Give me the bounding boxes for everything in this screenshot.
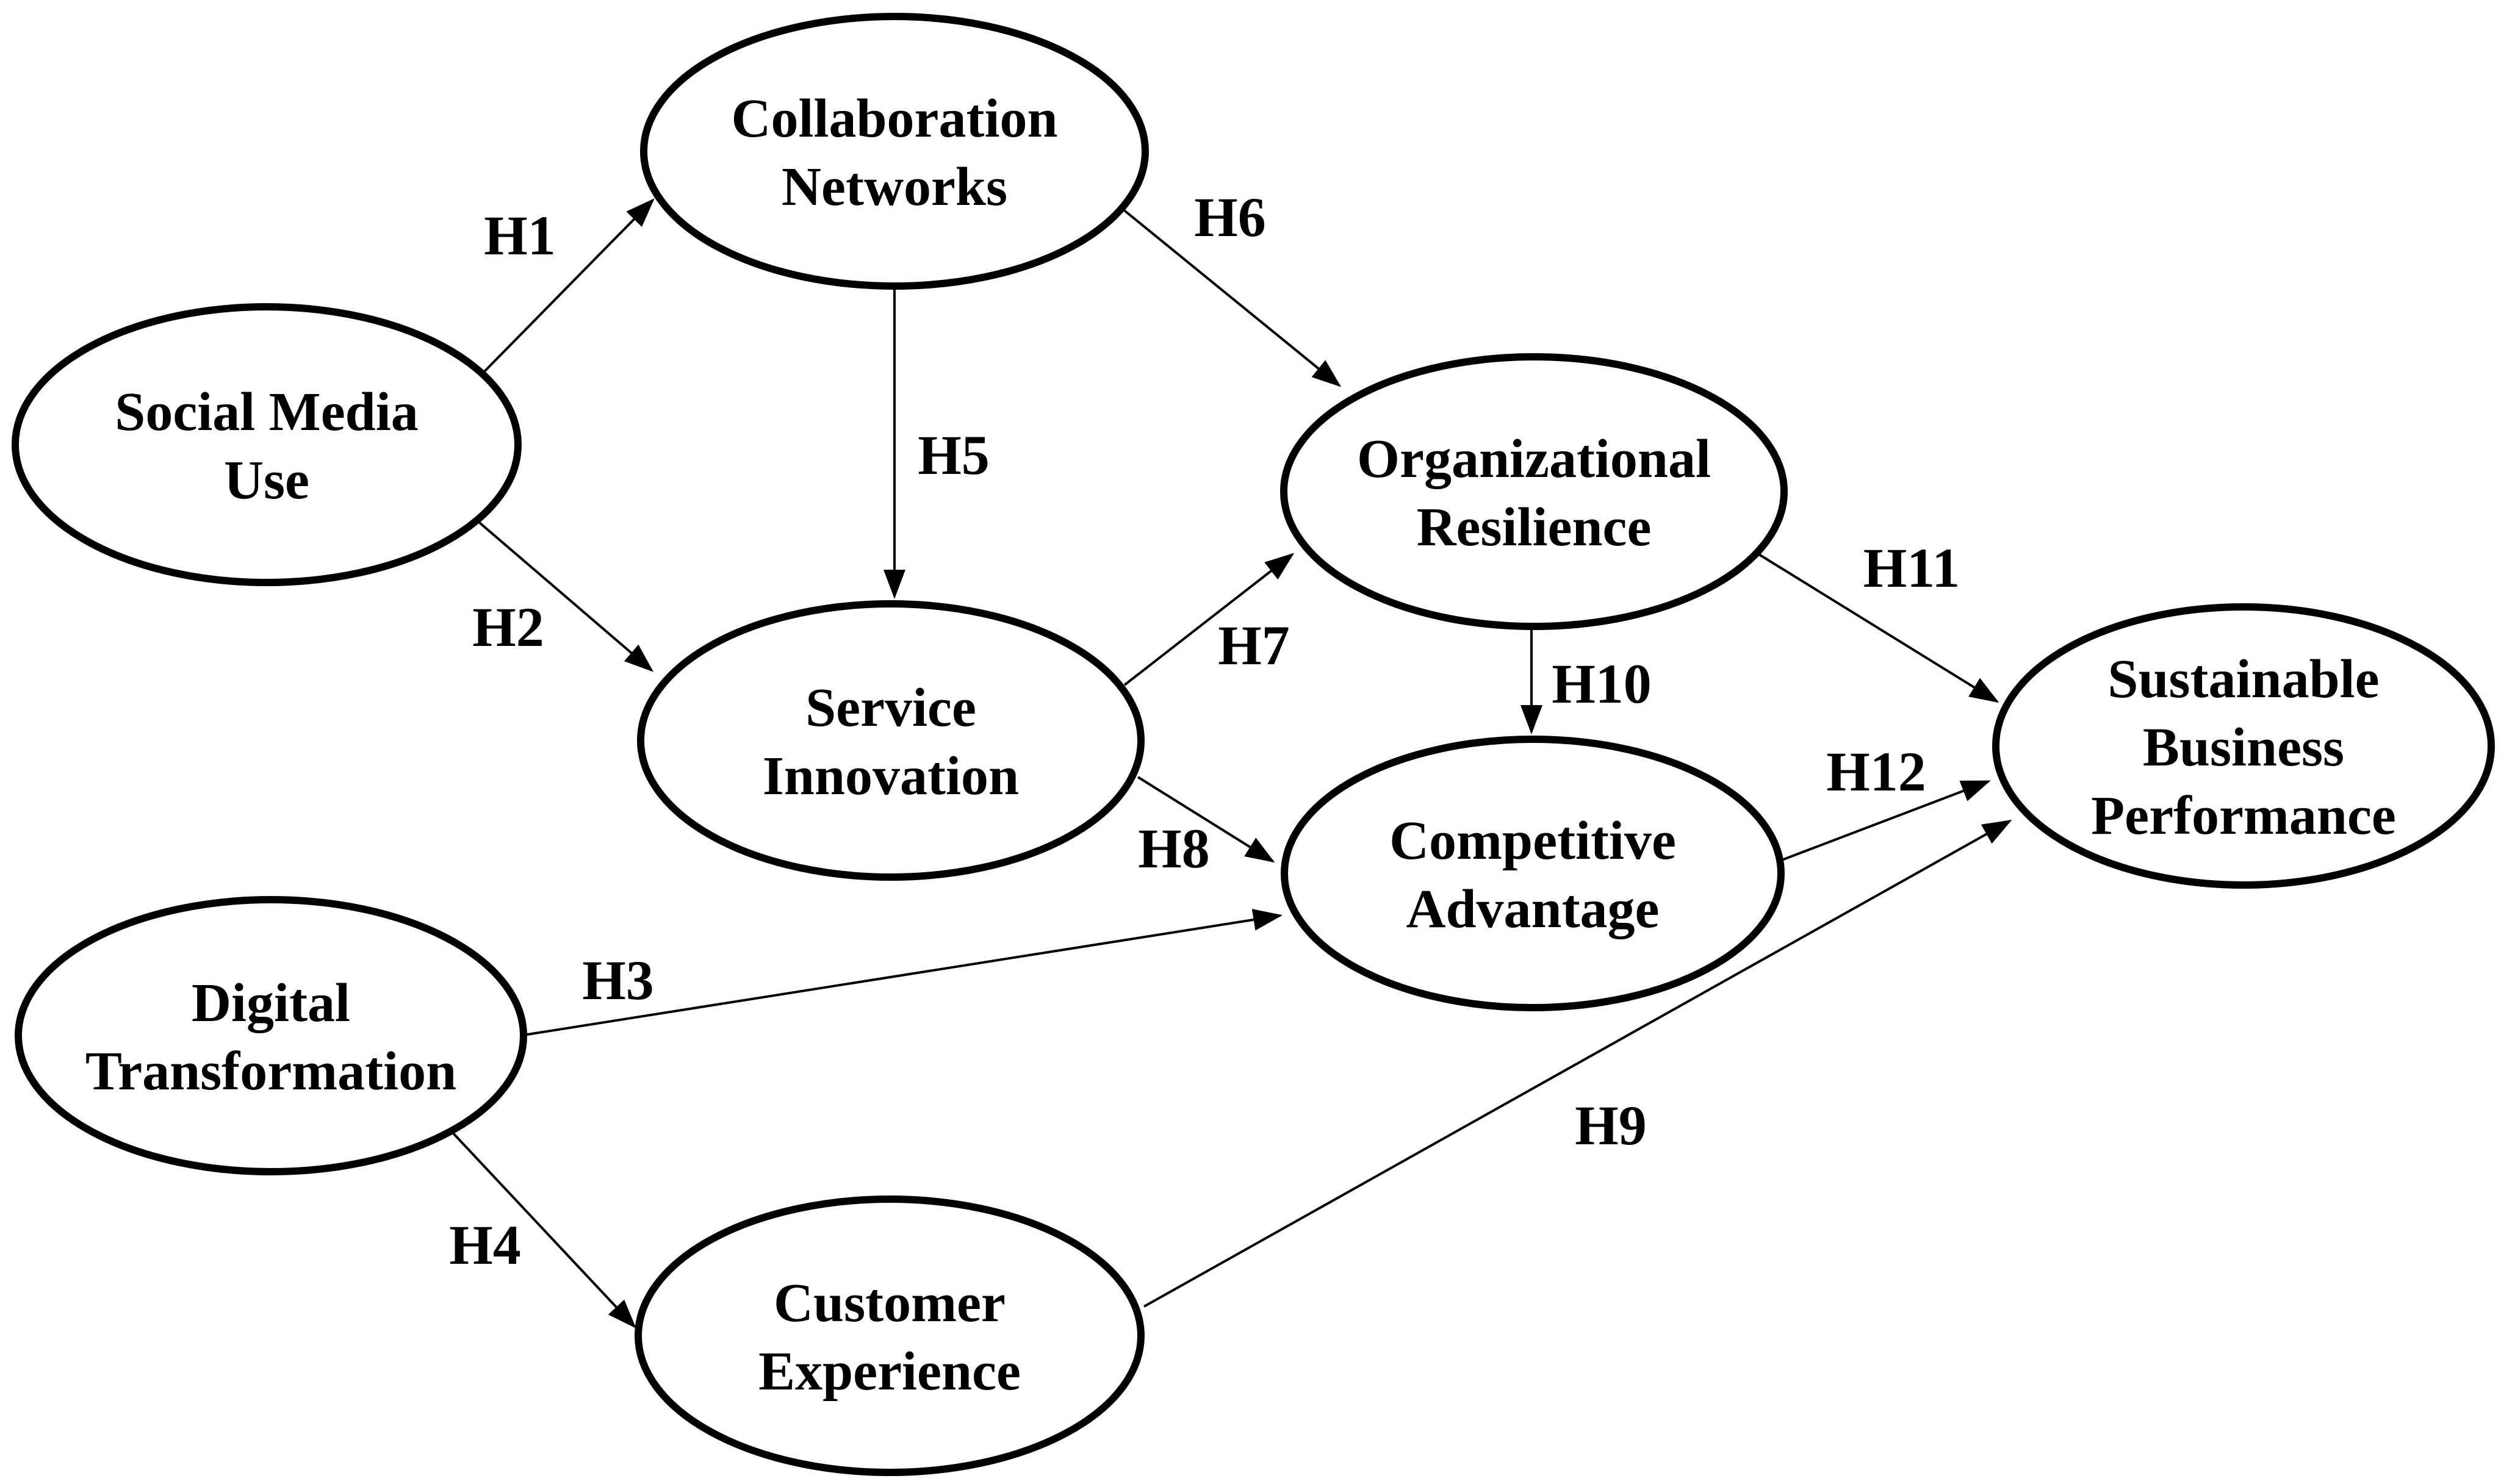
- edge-label-H8: H8: [1138, 817, 1210, 880]
- node-label-line: Organizational: [1357, 429, 1711, 489]
- node-ellipse-competitive-advantage: [1281, 736, 1785, 1011]
- node-label-line: Performance: [2091, 786, 2396, 846]
- node-ellipse-social-media-use: [12, 303, 522, 586]
- edge-label-H9: H9: [1575, 1094, 1647, 1156]
- edge-label-H11: H11: [1863, 537, 1960, 599]
- node-label-line: Networks: [782, 157, 1007, 217]
- node-ellipse-digital-transformation: [15, 896, 527, 1175]
- edge-competitive-advantage-to-sustainable-business-performance: H12: [1778, 740, 1991, 862]
- node-ellipse-customer-experience: [635, 1195, 1145, 1476]
- node-label-line: Resilience: [1417, 497, 1652, 557]
- edge-organizational-resilience-to-competitive-advantage: H10: [1520, 627, 1652, 734]
- edge-digital-transformation-to-competitive-advantage: H3: [523, 909, 1283, 1036]
- edge-arrow-H7: [1123, 553, 1295, 686]
- edge-customer-experience-to-sustainable-business-performance: H9: [1143, 820, 2012, 1308]
- edge-arrow-H12: [1778, 780, 1991, 862]
- node-label-line: Use: [224, 450, 309, 511]
- node-label-line: Social Media: [115, 382, 418, 442]
- edge-arrow-H2: [478, 522, 654, 672]
- edge-label-H4: H4: [449, 1214, 521, 1276]
- node-ellipse-collaboration-networks: [640, 13, 1149, 290]
- edge-arrow-H4: [450, 1130, 636, 1328]
- edge-arrow-H3: [523, 909, 1283, 1036]
- node-ellipse-organizational-resilience: [1280, 353, 1788, 630]
- node-label-line: Advantage: [1406, 879, 1659, 939]
- node-ellipse-service-innovation: [637, 600, 1145, 881]
- edge-label-H1: H1: [484, 204, 556, 267]
- edge-arrow-H11: [1758, 553, 1999, 703]
- edge-arrow-H9: [1143, 820, 2012, 1308]
- edge-digital-transformation-to-customer-experience: H4: [449, 1130, 636, 1328]
- node-label-line: Service: [805, 678, 976, 738]
- node-ellipse-sustainable-business-performance: [1992, 603, 2495, 889]
- node-label-line: Business: [2143, 717, 2344, 778]
- edge-social-media-use-to-collaboration-networks: H1: [481, 198, 655, 375]
- edge-arrow-H1: [481, 198, 655, 375]
- node-label-line: Sustainable: [2107, 649, 2379, 709]
- edge-label-H6: H6: [1194, 186, 1266, 248]
- node-label-line: Digital: [192, 973, 350, 1033]
- node-label-line: Innovation: [763, 746, 1019, 806]
- edge-label-H7: H7: [1218, 614, 1290, 676]
- edge-label-H2: H2: [472, 596, 544, 658]
- edge-arrow-H6: [1121, 207, 1342, 387]
- edge-collaboration-networks-to-service-innovation: H5: [883, 287, 990, 599]
- edge-service-innovation-to-competitive-advantage: H8: [1137, 776, 1275, 880]
- edge-social-media-use-to-service-innovation: H2: [472, 522, 654, 672]
- edge-label-H10: H10: [1552, 653, 1652, 715]
- node-label-line: Transformation: [85, 1041, 456, 1102]
- node-label-line: Competitive: [1389, 811, 1676, 871]
- node-label-line: Experience: [758, 1341, 1021, 1402]
- edge-organizational-resilience-to-sustainable-business-performance: H11: [1758, 537, 1999, 703]
- edge-collaboration-networks-to-organizational-resilience: H6: [1121, 186, 1342, 387]
- edge-service-innovation-to-organizational-resilience: H7: [1123, 553, 1295, 686]
- node-label-line: Customer: [774, 1273, 1006, 1333]
- edge-label-H12: H12: [1826, 740, 1926, 803]
- edge-label-H3: H3: [582, 949, 654, 1011]
- node-label-line: Collaboration: [731, 88, 1057, 149]
- edge-arrow-H8: [1137, 776, 1275, 863]
- edge-label-H5: H5: [918, 424, 990, 486]
